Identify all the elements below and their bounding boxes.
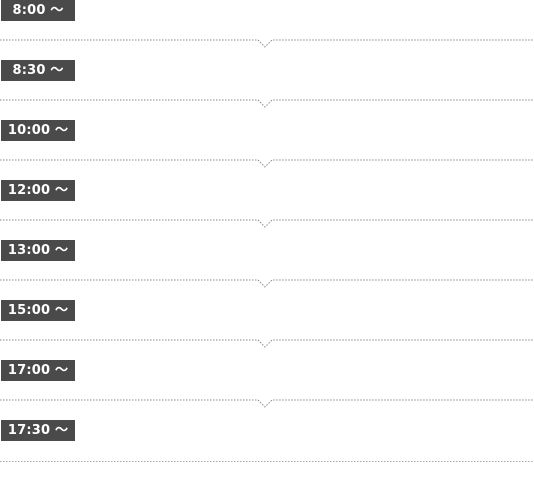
slot-divider-arrow (0, 150, 534, 168)
time-badge: 10:00 ～ (1, 120, 75, 141)
schedule-slot: 12:00 ～ (0, 180, 534, 240)
slot-divider-arrow (0, 270, 534, 288)
schedule-timeline: 8:00 ～ 8:30 ～ 10:00 ～ 12:00 ～ 13:00 ～ 15… (0, 0, 534, 462)
schedule-slot: 17:30 ～ (0, 420, 534, 480)
schedule-slot: 8:00 ～ (0, 0, 534, 60)
schedule-slot: 10:00 ～ (0, 120, 534, 180)
schedule-slot: 15:00 ～ (0, 300, 534, 360)
slot-divider-arrow (0, 330, 534, 348)
slot-divider-arrow (0, 90, 534, 108)
time-badge: 15:00 ～ (1, 300, 75, 321)
time-badge: 8:00 ～ (1, 0, 75, 21)
slot-divider-line (0, 450, 534, 464)
schedule-slot: 8:30 ～ (0, 60, 534, 120)
schedule-slot: 13:00 ～ (0, 240, 534, 300)
schedule-slot: 17:00 ～ (0, 360, 534, 420)
time-badge: 17:00 ～ (1, 360, 75, 381)
time-badge: 13:00 ～ (1, 240, 75, 261)
slot-divider-arrow (0, 30, 534, 48)
time-badge: 12:00 ～ (1, 180, 75, 201)
time-badge: 17:30 ～ (1, 420, 75, 441)
time-badge: 8:30 ～ (1, 60, 75, 81)
slot-divider-arrow (0, 210, 534, 228)
slot-divider-arrow (0, 390, 534, 408)
